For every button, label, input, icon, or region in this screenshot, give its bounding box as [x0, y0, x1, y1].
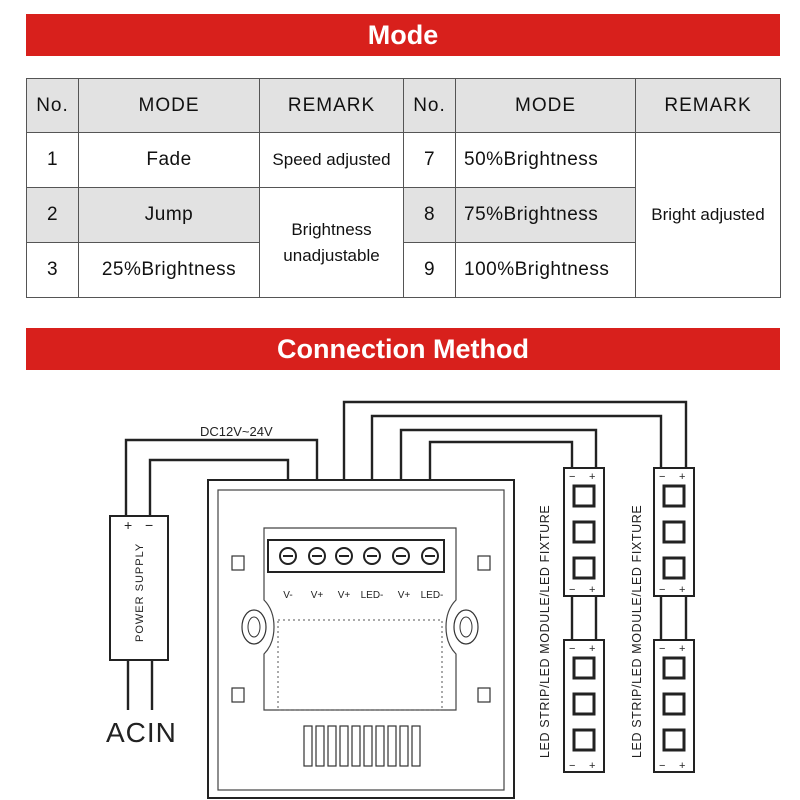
wire-led-chain: [570, 596, 688, 640]
wire-led1-plus: [342, 400, 688, 548]
ps-plus-label: +: [124, 517, 132, 533]
remark-speed: Speed adjusted: [259, 132, 404, 188]
led-plus-label: +: [589, 760, 595, 772]
led-minus-label: −: [659, 760, 665, 772]
led-minus-label: −: [569, 471, 575, 483]
ps-label: POWER SUPPLY: [134, 543, 146, 642]
mode-no-cell: 2: [26, 187, 79, 243]
header-mode-left: MODE: [78, 78, 260, 133]
mode-no-cell: 1: [26, 132, 79, 188]
led-plus-label: +: [679, 643, 685, 655]
led-minus-label: −: [659, 643, 665, 655]
mode-no-cell: 3: [26, 242, 79, 298]
remark-brightness-fixed: Brightness unadjustable: [259, 187, 404, 298]
remark-bright-adjusted: Bright adjusted: [635, 132, 781, 298]
led-plus-label: +: [589, 471, 595, 483]
header-no-right: No.: [403, 78, 456, 133]
mode-name-cell: Jump: [78, 187, 260, 243]
power-supply: + − POWER SUPPLY: [109, 515, 169, 661]
mode-name-cell: 50%Brightness: [455, 132, 636, 188]
led-minus-label: −: [569, 643, 575, 655]
mode-banner: Mode: [26, 14, 780, 56]
mode-no-cell: 8: [403, 187, 456, 243]
led-strip-1: − + − +: [563, 467, 605, 597]
mode-table: No. MODE REMARK No. MODE REMARK 1 Fade S…: [26, 78, 781, 298]
mode-name-cell: 25%Brightness: [78, 242, 260, 298]
led-label-left: LED STRIP/LED MODULE/LED FIXTURE: [538, 505, 552, 758]
led-strip-2: − + − +: [563, 639, 605, 773]
remark-line-2: unadjustable: [283, 245, 380, 265]
ps-minus-label: −: [145, 517, 153, 533]
voltage-label: DC12V~24V: [200, 424, 273, 439]
bottom-pins: [303, 725, 421, 767]
mode-no-cell: 9: [403, 242, 456, 298]
terminal-label: V+: [398, 590, 411, 601]
mode-name-cell: 75%Brightness: [455, 187, 636, 243]
mode-name-cell: Fade: [78, 132, 260, 188]
header-remark-left: REMARK: [259, 78, 404, 133]
connection-diagram: DC12V~24V + − POWER SUPPLY ACIN: [106, 400, 695, 799]
controller-panel: V- V+ V+ LED- V+ LED-: [207, 479, 515, 799]
led-minus-label: −: [659, 584, 665, 596]
header-remark-right: REMARK: [635, 78, 781, 133]
acin-label: ACIN: [106, 717, 177, 748]
led-minus-label: −: [569, 584, 575, 596]
header-mode-right: MODE: [455, 78, 636, 133]
led-plus-label: +: [679, 760, 685, 772]
led-plus-label: +: [679, 584, 685, 596]
led-plus-label: +: [589, 643, 595, 655]
header-no-left: No.: [26, 78, 79, 133]
terminal-label: V+: [338, 590, 351, 601]
led-plus-label: +: [679, 471, 685, 483]
terminal-label: LED-: [421, 590, 444, 601]
led-minus-label: −: [659, 471, 665, 483]
connection-banner: Connection Method: [26, 328, 780, 370]
led-plus-label: +: [589, 584, 595, 596]
led-minus-label: −: [569, 760, 575, 772]
led-strip-3: − + − +: [653, 467, 695, 597]
terminal-label: V+: [311, 590, 324, 601]
remark-line-1: Brightness: [291, 219, 372, 239]
led-label-right: LED STRIP/LED MODULE/LED FIXTURE: [630, 505, 644, 758]
wire-acin: [126, 660, 154, 710]
terminal-label: LED-: [361, 590, 384, 601]
mode-name-cell: 100%Brightness: [455, 242, 636, 298]
led-strip-4: − + − +: [653, 639, 695, 773]
terminal-label: V-: [283, 590, 292, 601]
mode-no-cell: 7: [403, 132, 456, 188]
